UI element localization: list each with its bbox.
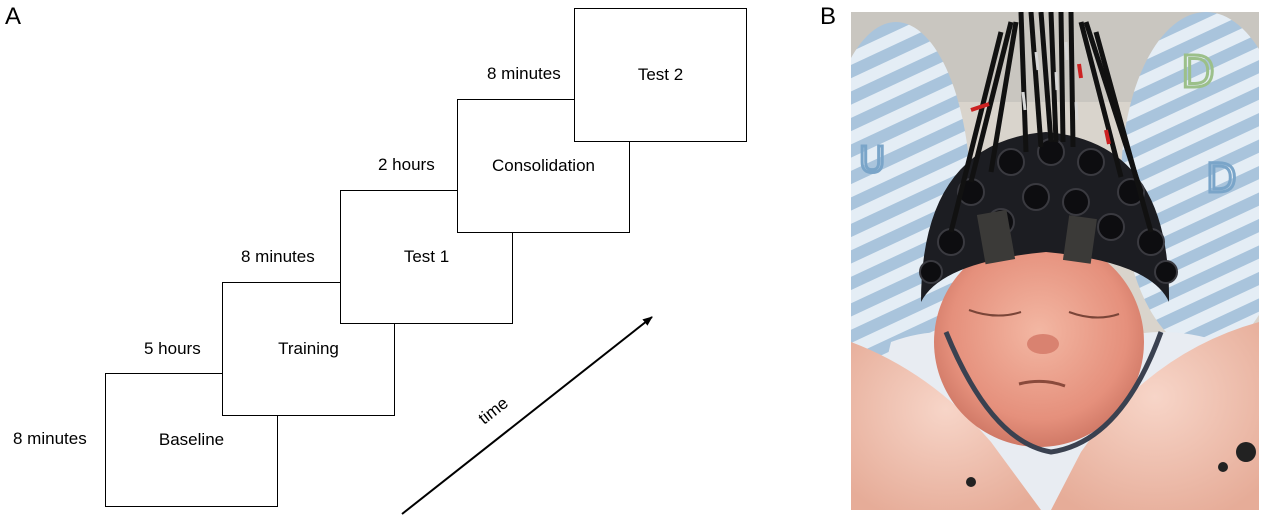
duration-label-training: 5 hours [144, 339, 201, 358]
infant-eeg-cap-photo: D D U [851, 12, 1259, 510]
stage-box-test-2: Test 2 [574, 8, 747, 142]
svg-text:U: U [859, 140, 885, 181]
svg-text:D: D [1206, 156, 1237, 202]
stage-label-consolidation: Consolidation [491, 156, 595, 175]
duration-label-test-1: 8 minutes [241, 247, 315, 266]
panel-a-letter: A [5, 3, 22, 30]
stage-label-training: Training [278, 339, 339, 358]
duration-label-test-2: 8 minutes [487, 64, 561, 83]
svg-text:D: D [1181, 47, 1215, 98]
duration-label-baseline: 8 minutes [13, 429, 87, 448]
stage-label-baseline: Baseline [158, 430, 225, 449]
duration-label-consolidation: 2 hours [378, 155, 435, 174]
time-axis-label: time [475, 393, 512, 428]
stage-label-test-1: Test 1 [403, 247, 450, 266]
panel-b-letter: B [820, 3, 837, 30]
stage-label-test-2: Test 2 [637, 65, 684, 84]
